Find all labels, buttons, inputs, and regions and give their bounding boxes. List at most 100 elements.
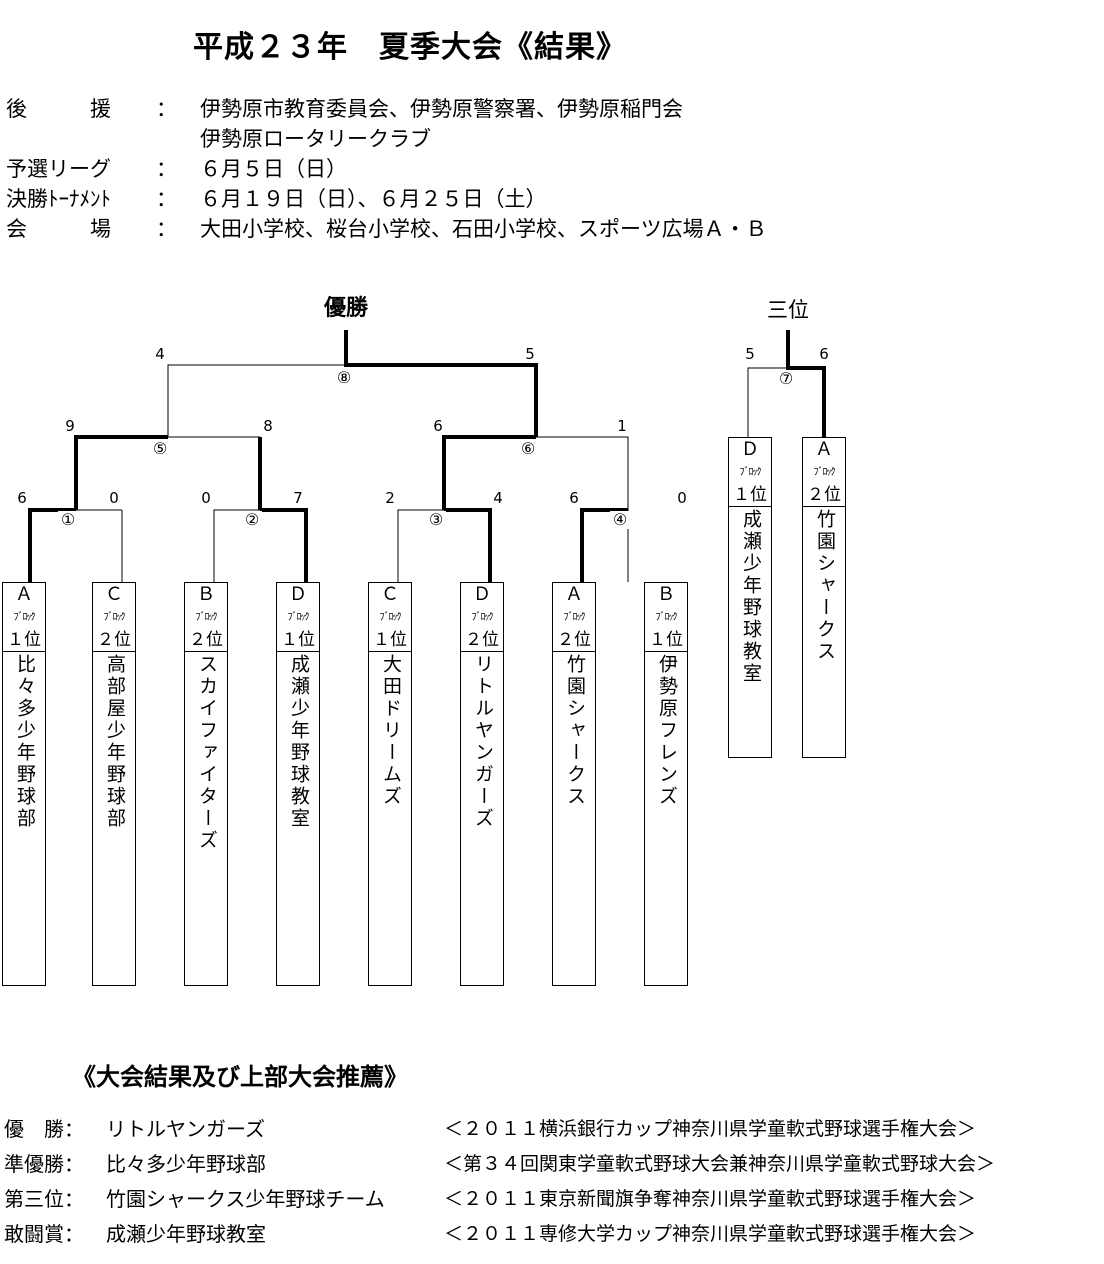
page-title: 平成２３年 夏季大会《結果》 — [193, 30, 627, 65]
team-block-sub: ﾌﾞﾛｯｸ — [379, 612, 402, 623]
team-block: Ｂ — [657, 584, 675, 605]
info-colon: ： — [156, 97, 177, 121]
info-label: 予選リーグ — [6, 157, 111, 181]
score: 5 — [745, 345, 755, 363]
result-team: リトルヤンガーズ — [106, 1117, 265, 1141]
info-value: ６月１９日（日）、６月２５日（土） — [200, 187, 547, 211]
result-tournament: ＜２０１１横浜銀行カップ神奈川県学童軟式野球選手権大会＞ — [444, 1118, 977, 1140]
team-rank: １位 — [645, 629, 687, 652]
result-label: 準優勝： — [4, 1152, 84, 1176]
winner-line — [786, 330, 826, 437]
team-block: Ｄ — [741, 439, 759, 460]
team-name: スカイファイターズ — [196, 654, 218, 852]
score: 4 — [493, 489, 503, 507]
team-name: リトルヤンガーズ — [472, 654, 494, 830]
results-title: 《大会結果及び上部大会推薦》 — [72, 1063, 408, 1091]
game-number: ③ — [426, 511, 446, 529]
result-team: 比々多少年野球部 — [106, 1152, 266, 1176]
score: 6 — [433, 417, 443, 435]
score: 6 — [819, 345, 829, 363]
game-number: ② — [242, 511, 262, 529]
champion-label: 優勝 — [323, 296, 368, 321]
result-row: 優 勝： リトルヤンガーズ ＜２０１１横浜銀行カップ神奈川県学童軟式野球選手権大… — [4, 1114, 1104, 1144]
game-number: ⑤ — [150, 440, 170, 458]
team-name: 比々多少年野球部 — [14, 654, 36, 830]
team-block: Ａ — [15, 584, 33, 605]
game-number: ⑥ — [518, 440, 538, 458]
game-number: ① — [58, 511, 78, 529]
team-rank: ２位 — [553, 629, 595, 652]
team-box: Ｃ ﾌﾞﾛｯｸ ２位 高部屋少年野球部 — [92, 582, 136, 986]
team-name: 成瀬少年野球教室 — [288, 654, 310, 830]
team-name: 成瀬少年野球教室 — [740, 509, 762, 685]
team-block: Ｂ — [197, 584, 215, 605]
team-block: Ａ — [565, 584, 583, 605]
game-number: ④ — [610, 511, 630, 529]
team-block: Ｃ — [381, 584, 399, 605]
team-box: Ａ ﾌﾞﾛｯｸ １位 比々多少年野球部 — [2, 582, 46, 986]
team-box: Ｂ ﾌﾞﾛｯｸ １位 伊勢原フレンズ — [644, 582, 688, 986]
score: 6 — [569, 489, 579, 507]
team-box: Ｄ ﾌﾞﾛｯｸ １位 成瀬少年野球教室 — [276, 582, 320, 986]
game-number: ⑦ — [776, 370, 796, 388]
bracket-line — [167, 364, 346, 437]
result-label: 敢闘賞： — [4, 1222, 84, 1246]
bracket-lines — [28, 330, 826, 582]
team-box: Ａ ﾌﾞﾛｯｸ ２位 竹園シャークス — [552, 582, 596, 986]
info-value: 伊勢原ロータリークラブ — [200, 127, 431, 151]
info-label: 決勝ﾄｰﾅﾒﾝﾄ — [6, 187, 111, 211]
team-name: 大田ドリームズ — [380, 654, 402, 808]
team-block-sub: ﾌﾞﾛｯｸ — [195, 612, 218, 623]
result-tournament: ＜第３４回関東学童軟式野球大会兼神奈川県学童軟式野球大会＞ — [444, 1153, 996, 1175]
score: 0 — [677, 489, 687, 507]
info-label: 後 援 — [6, 97, 111, 121]
team-block: Ｃ — [105, 584, 123, 605]
result-row: 第三位： 竹園シャークス少年野球チーム ＜２０１１東京新聞旗争奪神奈川県学童軟式… — [4, 1184, 1104, 1214]
team-rank: １位 — [3, 629, 45, 652]
third-place-team-box: Ｄ ﾌﾞﾛｯｸ １位 成瀬少年野球教室 — [728, 437, 772, 758]
team-block-sub: ﾌﾞﾛｯｸ — [471, 612, 494, 623]
team-block: Ｄ — [473, 584, 491, 605]
score: 2 — [385, 489, 395, 507]
result-label: 第三位： — [4, 1187, 84, 1211]
game-number: ⑧ — [334, 369, 354, 387]
bracket-line — [397, 509, 444, 582]
info-value: 伊勢原市教育委員会、伊勢原警察署、伊勢原稲門会 — [200, 97, 683, 121]
team-name: 伊勢原フレンズ — [656, 654, 678, 808]
result-label: 優 勝： — [4, 1117, 84, 1141]
bracket-line — [536, 436, 629, 510]
info-value: 大田小学校、桜台小学校、石田小学校、スポーツ広場Ａ・Ｂ — [200, 217, 767, 241]
team-rank: １位 — [277, 629, 319, 652]
score: 0 — [109, 489, 119, 507]
info-label: 会 場 — [6, 217, 111, 241]
team-rank: ２位 — [185, 629, 227, 652]
score: 9 — [65, 417, 75, 435]
winner-line — [344, 330, 538, 437]
result-row: 敢闘賞： 成瀬少年野球教室 ＜２０１１専修大学カップ神奈川県学童軟式野球選手権大… — [4, 1219, 1104, 1249]
score: 0 — [201, 489, 211, 507]
team-box: Ｃ ﾌﾞﾛｯｸ １位 大田ドリームズ — [368, 582, 412, 986]
winner-line — [260, 508, 308, 582]
team-rank: ２位 — [461, 629, 503, 652]
result-tournament: ＜２０１１東京新聞旗争奪神奈川県学童軟式野球選手権大会＞ — [444, 1188, 977, 1210]
team-box: Ｂ ﾌﾞﾛｯｸ ２位 スカイファイターズ — [184, 582, 228, 986]
team-name: 竹園シャークス — [564, 654, 586, 808]
team-rank: １位 — [369, 629, 411, 652]
info-colon: ： — [156, 217, 177, 241]
bracket-line — [747, 367, 788, 437]
winner-line — [74, 435, 168, 510]
score: 4 — [155, 345, 165, 363]
result-team: 竹園シャークス少年野球チーム — [106, 1187, 385, 1211]
team-name: 竹園シャークス — [814, 509, 836, 663]
info-colon: ： — [156, 187, 177, 211]
bracket-line — [213, 509, 260, 582]
team-block: Ａ — [815, 439, 833, 460]
team-block-sub: ﾌﾞﾛｯｸ — [13, 612, 36, 623]
team-block-sub: ﾌﾞﾛｯｸ — [739, 467, 762, 478]
team-box: Ｄ ﾌﾞﾛｯｸ ２位 リトルヤンガーズ — [460, 582, 504, 986]
winner-line — [28, 508, 76, 582]
winner-line — [444, 508, 492, 582]
team-block-sub: ﾌﾞﾛｯｸ — [563, 612, 586, 623]
team-block-sub: ﾌﾞﾛｯｸ — [655, 612, 678, 623]
third-place-team-box: Ａ ﾌﾞﾛｯｸ ２位 竹園シャークス — [802, 437, 846, 758]
